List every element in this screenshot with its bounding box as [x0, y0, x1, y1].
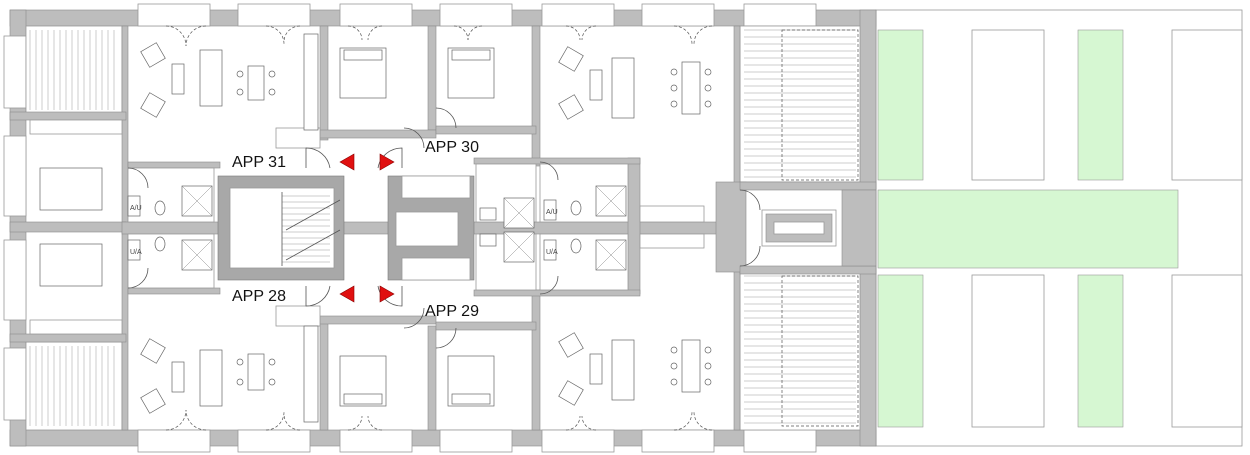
garden-bed-top-2 [1077, 29, 1124, 181]
balcony-left-top [25, 25, 123, 115]
arrow-right-icon [379, 285, 395, 303]
door-swings [127, 25, 761, 431]
fixture-tags: A/U U/A A/U U/A [127, 195, 558, 261]
apartment-label-app31: APP 31 [232, 154, 286, 171]
balcony-right-top [739, 25, 861, 183]
lawn-block-top-1 [971, 29, 1045, 181]
furniture-bottom-bedrooms [339, 355, 495, 407]
garden-bed-bottom-1 [877, 274, 924, 428]
lawn-block-bottom-1 [971, 274, 1045, 428]
balcony-right-bottom [739, 271, 861, 431]
staircase [281, 192, 341, 266]
arrow-left-icon [339, 153, 355, 171]
garden-area [875, 9, 1243, 447]
apartment-label-app29: APP 29 [425, 303, 479, 320]
garden-strip-middle [877, 189, 1179, 269]
furniture-top-right-living [558, 46, 712, 120]
entrance-arrows [339, 153, 395, 303]
apartment-label-app30: APP 30 [425, 139, 479, 156]
lawn-block-bottom-2 [1171, 274, 1243, 428]
tag-ua-lower-left: U/A [130, 249, 142, 256]
tag-au-upper-left: A/U [130, 205, 142, 212]
garden-bed-bottom-2 [1077, 274, 1124, 428]
furniture-top-bedrooms [39, 47, 495, 287]
furniture-bottom-left-living [140, 325, 319, 423]
tag-au-upper-right: A/U [546, 209, 558, 216]
balcony-left-bottom [25, 341, 123, 431]
arrow-right-icon [379, 153, 395, 171]
tag-ua-lower-right: U/A [546, 249, 558, 256]
lawn-block-top-2 [1171, 29, 1243, 181]
garden-bed-top-1 [877, 29, 924, 181]
corridor-tiles [29, 119, 705, 335]
furniture-bottom-right-living [558, 332, 712, 406]
furniture-top-left-living [140, 33, 319, 131]
arrow-left-icon [339, 285, 355, 303]
apartment-label-app28: APP 28 [232, 288, 286, 305]
